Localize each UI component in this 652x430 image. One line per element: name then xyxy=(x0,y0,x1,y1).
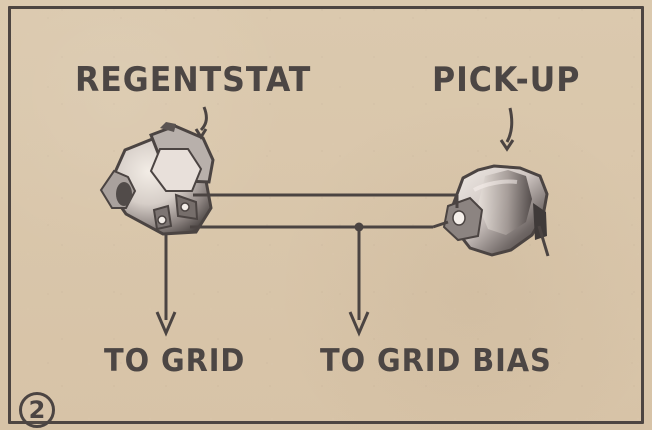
regentstat-label: REGENTSTAT xyxy=(75,60,312,100)
down-arrows xyxy=(155,227,370,337)
regentstat-component xyxy=(99,122,215,236)
label-pointers xyxy=(194,106,515,152)
to-grid-label: TO GRID xyxy=(104,343,246,379)
to-grid-bias-label: TO GRID BIAS xyxy=(320,343,552,379)
figure-number-badge: 2 xyxy=(19,392,55,428)
wires xyxy=(190,193,459,232)
pickup-component xyxy=(442,164,550,257)
figure-number-text: 2 xyxy=(28,396,46,424)
diagram-frame xyxy=(8,6,644,424)
pickup-label: PICK-UP xyxy=(432,60,581,100)
